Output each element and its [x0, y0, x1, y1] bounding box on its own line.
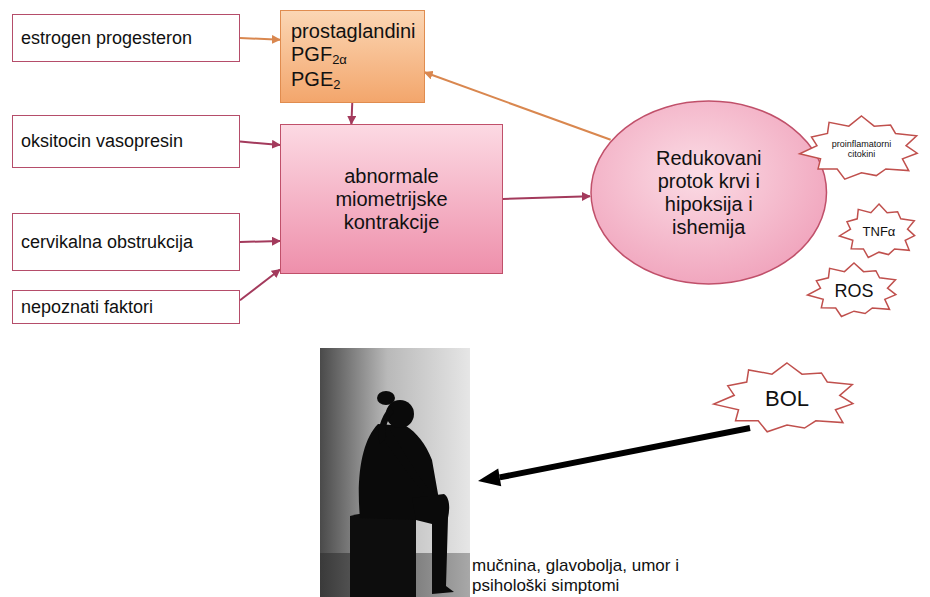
pain-arrow — [478, 428, 750, 486]
prostaglandin-box: prostaglandini PGF2α PGE2 — [280, 10, 425, 103]
arrow-connector — [240, 270, 280, 301]
node-text: proinflamatorni citokini — [829, 139, 895, 160]
node-text: oksitocin vasopresin — [21, 131, 183, 152]
contraction-box: abnormale miometrijske kontrakcije — [280, 124, 503, 274]
node-text: TNFα — [863, 225, 896, 240]
arrow-connector — [240, 241, 280, 242]
tnf-burst: TNFα — [838, 203, 920, 261]
node-text: ROS — [834, 281, 873, 302]
factor-box: cervikalna obstrukcija — [12, 213, 240, 271]
woman-photo — [320, 348, 470, 597]
node-text: nepoznati faktori — [21, 297, 153, 318]
node-text: cervikalna obstrukcija — [21, 232, 193, 253]
node-text: BOL — [765, 386, 809, 411]
node-text: prostaglandini PGF2α PGE2 — [291, 20, 416, 93]
factor-box: nepoznati faktori — [12, 290, 240, 324]
factor-box: oksitocin vasopresin — [12, 115, 240, 168]
arrow-connector — [350, 103, 353, 124]
node-text: estrogen progesteron — [21, 28, 192, 49]
ischemia-ellipse: Redukovani protok krvi i hipoksija i ish… — [590, 100, 828, 285]
ros-burst: ROS — [806, 262, 902, 320]
symptom-note: mučnina, glavobolja, umor i psihološki s… — [472, 556, 712, 597]
cytokine-burst: proinflamatorni citokini — [798, 115, 925, 183]
arrow-connector — [240, 38, 280, 40]
arrow-connector — [240, 142, 280, 146]
node-text: abnormale miometrijske kontrakcije — [317, 165, 467, 234]
node-text: Redukovani protok krvi i hipoksija i ish… — [634, 147, 784, 239]
arrow-connector — [503, 196, 590, 199]
pain-burst: BOL — [712, 362, 862, 436]
factor-box: estrogen progesteron — [12, 14, 240, 62]
